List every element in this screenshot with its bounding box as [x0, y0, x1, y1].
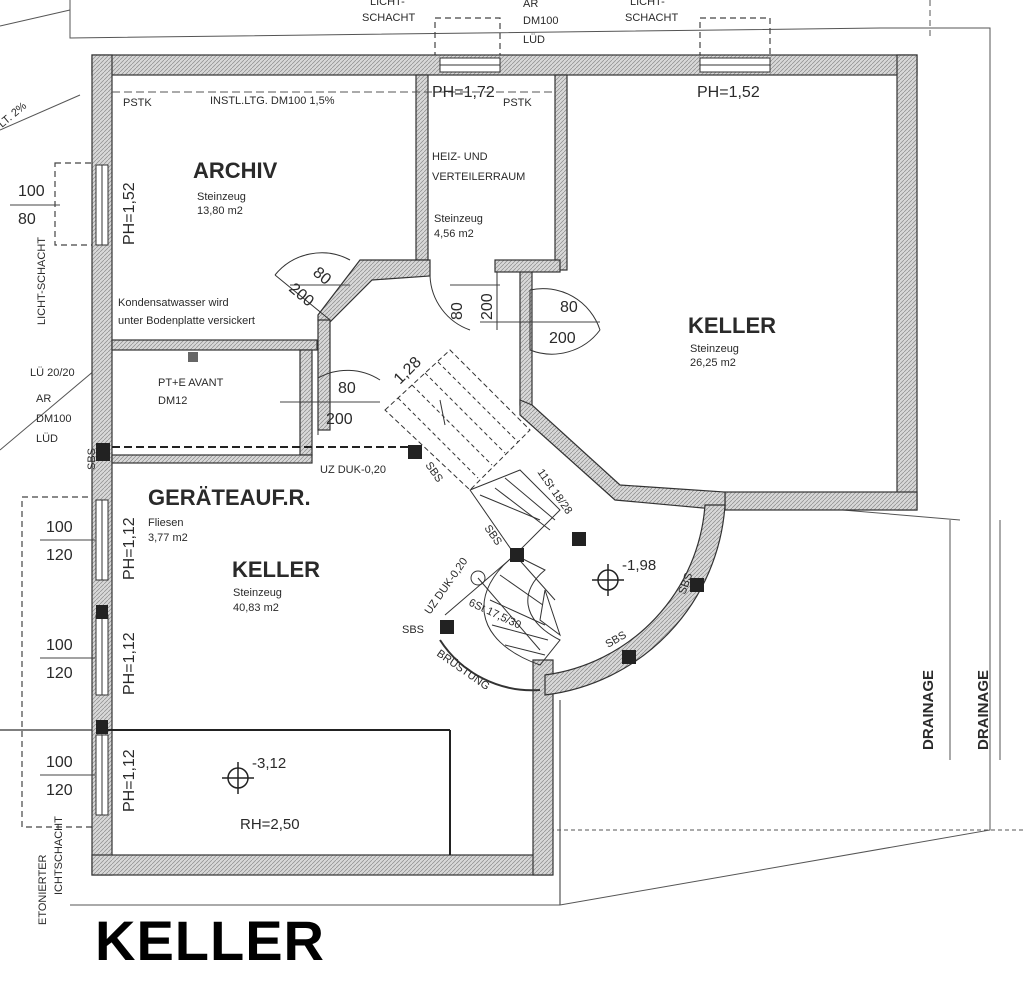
- ph-112-c: PH=1,12: [121, 749, 138, 812]
- room-archiv-floor: Steinzeug: [197, 191, 246, 203]
- room-heiz-name-1: HEIZ- UND: [432, 151, 488, 163]
- staircase: [384, 349, 561, 692]
- level-marks: [222, 564, 624, 794]
- doors: [274, 252, 601, 435]
- windows: [95, 57, 771, 816]
- room-heiz-area: 4,56 m2: [434, 228, 474, 240]
- dim-80-top: 80: [18, 211, 36, 228]
- note-lud-1: LÜD: [523, 34, 545, 46]
- note-licht-3: LICHT-: [630, 0, 665, 8]
- dim-200-door-keller: 200: [549, 330, 576, 347]
- ph-152-top: PH=1,52: [697, 84, 760, 101]
- note-uz-1: UZ DUK-0,20: [320, 464, 386, 476]
- note-dm-left: DM100: [36, 413, 71, 425]
- dim-200-door-pt: 200: [326, 411, 353, 428]
- note-betoniert-2: ICHTSCHACHT: [53, 816, 65, 895]
- room-archiv-name: ARCHIV: [193, 158, 278, 183]
- dim-120-b: 120: [46, 665, 73, 682]
- note-uz-2: UZ DUK-0,20: [423, 556, 471, 617]
- ph-152-left: PH=1,52: [121, 182, 138, 245]
- dim-80-door-pt: 80: [338, 380, 356, 397]
- note-kondens-1: Kondensatwasser wird: [118, 297, 229, 309]
- note-ar-left: AR: [36, 393, 51, 405]
- room-ptavant-2: DM12: [158, 395, 187, 407]
- site-lines: [0, 0, 1024, 906]
- support-markers: [96, 352, 704, 734]
- dim-80-door-keller: 80: [560, 299, 578, 316]
- room-keller-main-floor: Steinzeug: [233, 587, 282, 599]
- room-archiv-area: 13,80 m2: [197, 205, 243, 217]
- note-pstk-2: PSTK: [503, 97, 532, 109]
- note-sbs-1: SBS: [86, 448, 98, 470]
- note-drainage-2: DRAINAGE: [975, 670, 992, 750]
- room-keller-main-name: KELLER: [232, 557, 320, 582]
- light-wells: [21, 17, 771, 828]
- note-lu-left: LÜ 20/20: [30, 367, 75, 379]
- note-sbs-3: SBS: [423, 460, 445, 485]
- room-ptavant-1: PT+E AVANT: [158, 377, 224, 389]
- note-drainage-1: DRAINAGE: [920, 670, 937, 750]
- note-pstk-1: PSTK: [123, 97, 152, 109]
- note-dm-1: DM100: [523, 15, 558, 27]
- room-keller-main-area: 40,83 m2: [233, 602, 279, 614]
- page-title: KELLER: [95, 909, 325, 972]
- dim-200-door-heiz: 200: [479, 293, 496, 320]
- room-geraete-name: GERÄTEAUF.R.: [148, 485, 311, 510]
- room-keller-right-name: KELLER: [688, 313, 776, 338]
- note-lichtschacht-left: LICHT-SCHACHT: [36, 237, 48, 325]
- dim-120-c: 120: [46, 782, 73, 799]
- dim-120-a: 120: [46, 547, 73, 564]
- dim-stair-width: 1,28: [391, 354, 425, 388]
- note-licht-1: LICHT-: [370, 0, 405, 8]
- note-stair-1: 11St 18/28: [535, 467, 575, 517]
- note-instl: INSTL.LTG. DM100 1,5%: [210, 95, 335, 107]
- level-round: -1,98: [622, 557, 656, 574]
- note-licht-4: SCHACHT: [625, 12, 678, 24]
- note-betoniert-1: ETONIERTER: [37, 854, 49, 925]
- note-slope: LT. 2%: [0, 100, 29, 130]
- room-geraete-floor: Fliesen: [148, 517, 183, 529]
- note-kondens-2: unter Bodenplatte versickert: [118, 315, 255, 327]
- dim-100-c: 100: [46, 754, 73, 771]
- note-sbs-4: SBS: [482, 523, 504, 548]
- note-sbs-2: SBS: [402, 624, 424, 636]
- dim-100-a: 100: [46, 519, 73, 536]
- dim-100-top: 100: [18, 183, 45, 200]
- level-main: -3,12: [252, 755, 286, 772]
- note-bruestung: BRÜSTUNG: [434, 648, 491, 693]
- ph-112-a: PH=1,12: [121, 517, 138, 580]
- note-licht-2: SCHACHT: [362, 12, 415, 24]
- room-heiz-name-2: VERTEILERRAUM: [432, 171, 525, 183]
- ph-172: PH=1,72: [432, 84, 495, 101]
- room-geraete-area: 3,77 m2: [148, 532, 188, 544]
- ph-112-b: PH=1,12: [121, 632, 138, 695]
- room-keller-right-area: 26,25 m2: [690, 357, 736, 369]
- dimension-lines: [10, 204, 600, 776]
- room-keller-right-floor: Steinzeug: [690, 343, 739, 355]
- dim-100-b: 100: [46, 637, 73, 654]
- note-lud-left: LÜD: [36, 433, 58, 445]
- note-ar-1: AR: [523, 0, 538, 10]
- room-heiz-floor: Steinzeug: [434, 213, 483, 225]
- dim-80-door-heiz: 80: [449, 302, 466, 320]
- note-rh: RH=2,50: [240, 816, 300, 833]
